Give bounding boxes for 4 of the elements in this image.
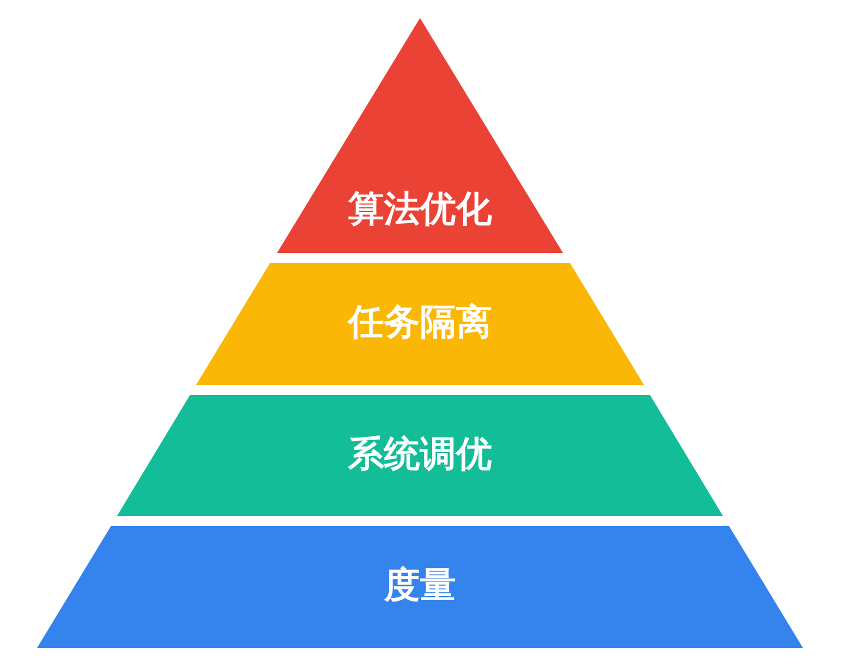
tier-label: 度量 bbox=[382, 564, 457, 608]
tier-label: 任务隔离 bbox=[346, 301, 493, 345]
tier-label: 算法优化 bbox=[347, 188, 493, 232]
tier-label: 系统调优 bbox=[346, 433, 493, 477]
